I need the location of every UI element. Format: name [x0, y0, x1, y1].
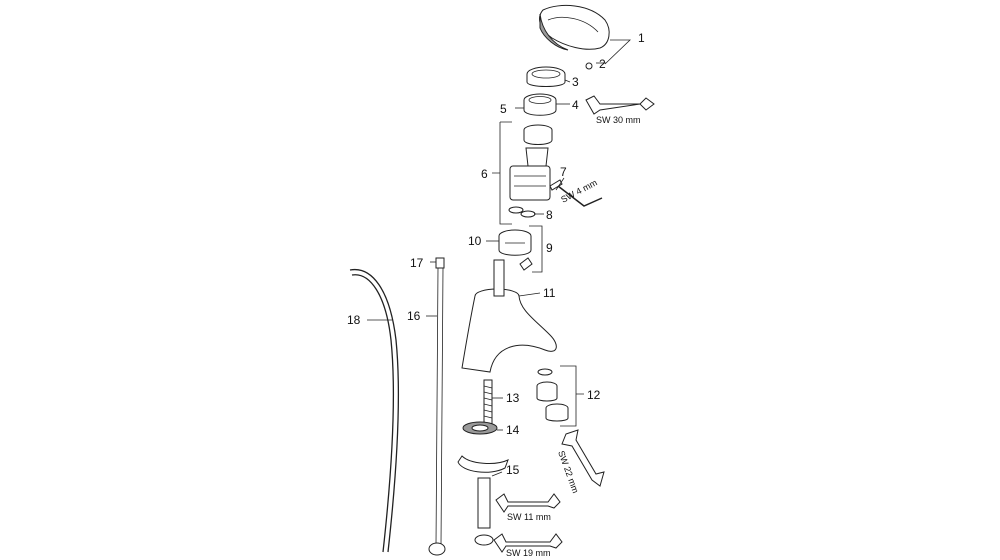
- leader-lines: [367, 39, 631, 477]
- part-6-cartridge: [509, 124, 553, 201]
- spanner-sw22: [561, 429, 605, 487]
- callout-12: 12: [587, 388, 601, 402]
- part-16-supply-hose: [428, 257, 446, 556]
- part-18-flex-hose: [349, 268, 400, 553]
- callout-18: 18: [347, 313, 361, 327]
- callout-1: 1: [638, 31, 645, 45]
- callout-13: 13: [506, 391, 520, 405]
- spanner-sw30: [585, 95, 655, 115]
- tool-label-sw22: SW 22 mm: [556, 449, 581, 494]
- spanner-sw19: [493, 533, 563, 553]
- callout-14: 14: [506, 423, 520, 437]
- part-12-aerator: [536, 368, 569, 422]
- part-3-cover-ring: [526, 66, 566, 87]
- part-4-threaded-cap: [523, 93, 557, 116]
- tool-label-sw19: SW 19 mm: [506, 548, 551, 558]
- callout-2: 2: [599, 57, 606, 71]
- callout-5: 5: [500, 102, 507, 116]
- part-8-o-rings: [508, 206, 536, 218]
- part-2-screw: [585, 62, 593, 70]
- callout-16: 16: [407, 309, 421, 323]
- tool-label-sw11: SW 11 mm: [507, 512, 551, 522]
- callout-15: 15: [506, 463, 520, 477]
- part-1-lever-handle: [539, 4, 610, 51]
- tool-label-sw30: SW 30 mm: [596, 115, 641, 125]
- part-7-set-screw: [549, 179, 563, 191]
- callout-8: 8: [546, 208, 553, 222]
- part-14-washer: [462, 421, 498, 435]
- callout-11: 11: [543, 286, 556, 300]
- hex-key-sw4: [557, 185, 603, 207]
- part-9-mixing-unit: [498, 229, 533, 271]
- callout-6: 6: [481, 167, 488, 181]
- callout-4: 4: [572, 98, 579, 112]
- callout-9: 9: [546, 241, 553, 255]
- callout-10: 10: [468, 234, 482, 248]
- callout-3: 3: [572, 75, 579, 89]
- part-11-faucet-body: [461, 259, 557, 373]
- callout-7: 7: [560, 165, 567, 179]
- callout-17: 17: [410, 256, 424, 270]
- spanner-sw11: [495, 493, 561, 513]
- part-15-mounting-plate: [457, 455, 509, 546]
